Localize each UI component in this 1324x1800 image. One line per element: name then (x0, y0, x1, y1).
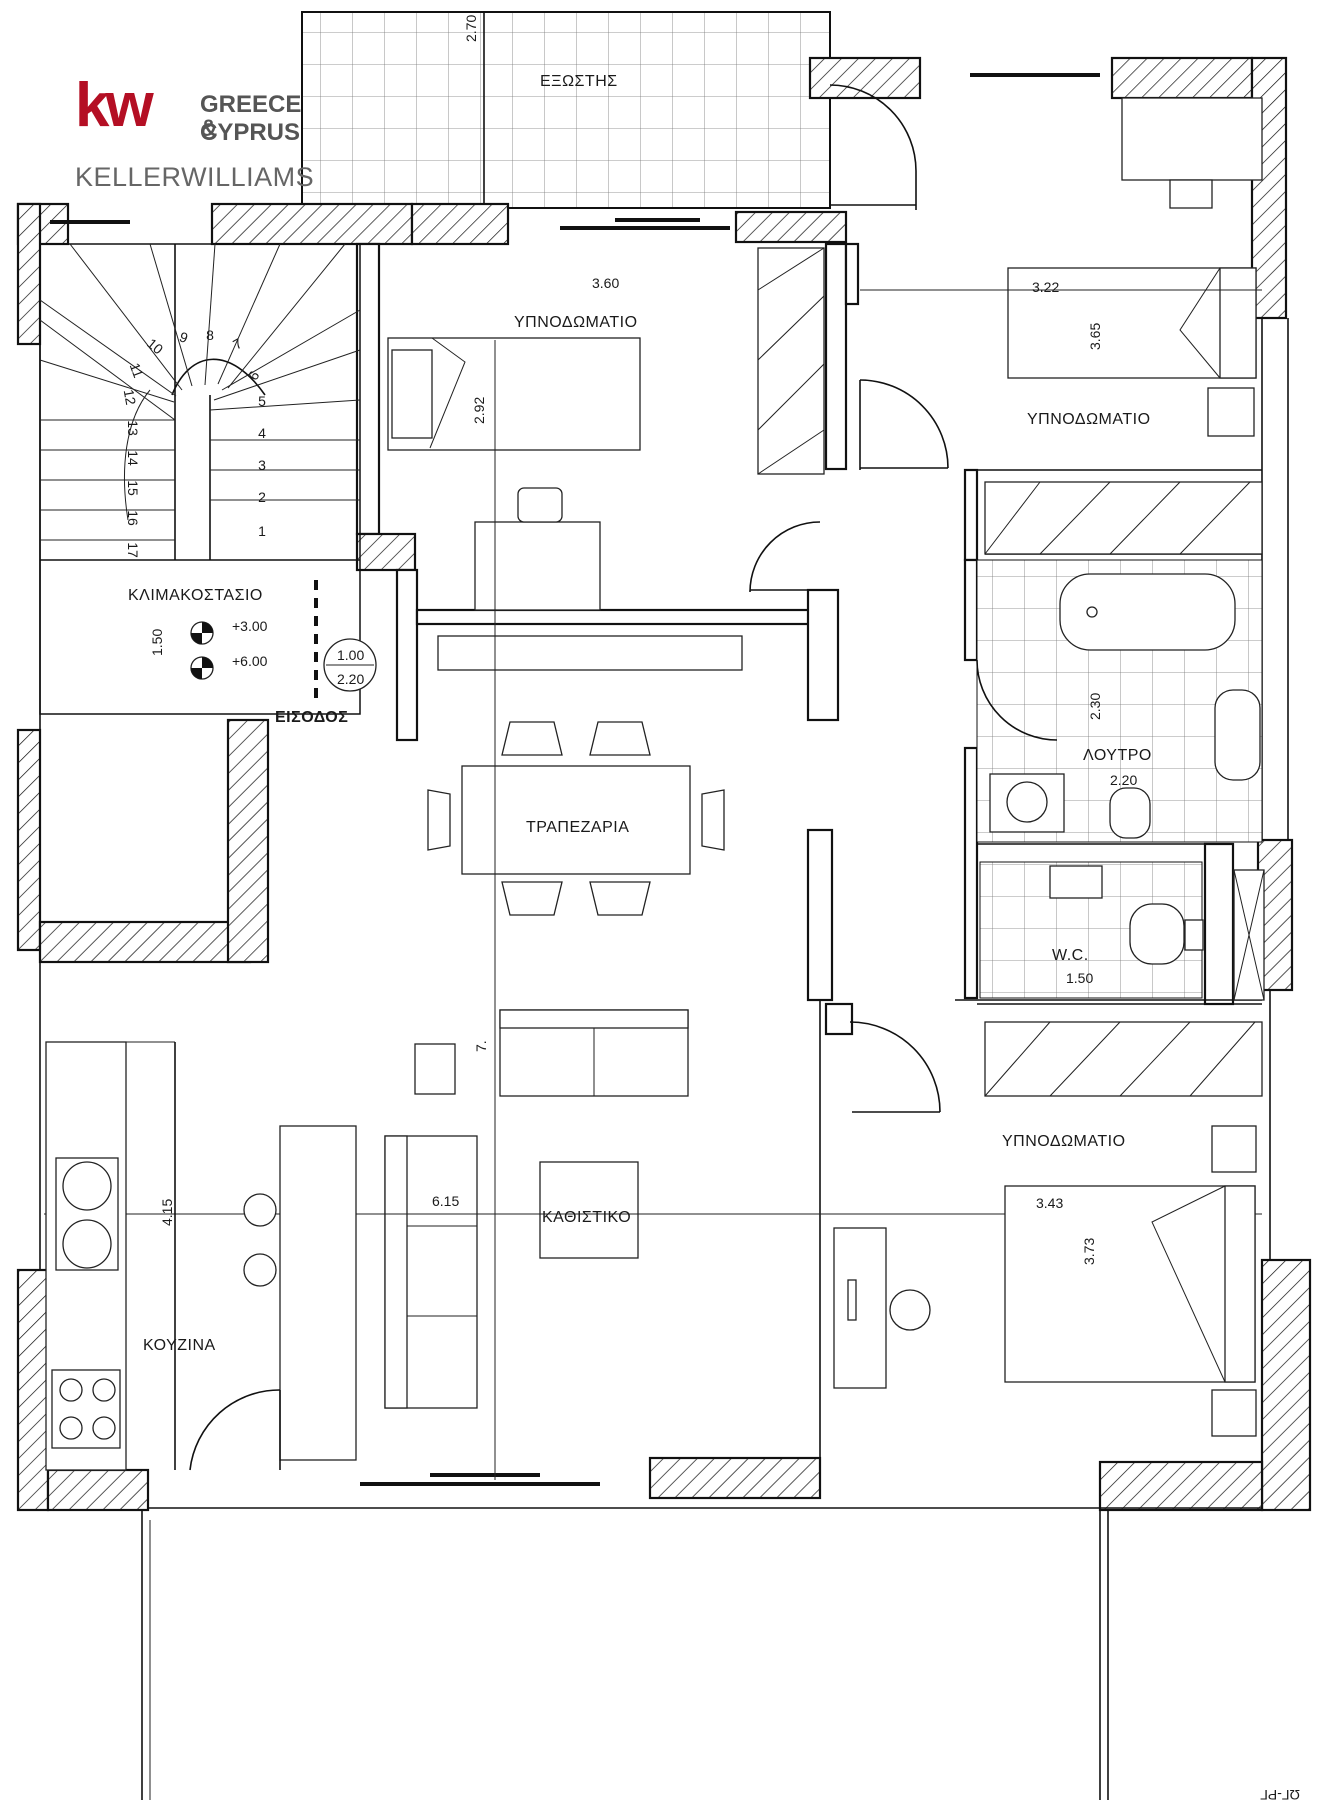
dim-kitchen-depth: 4.15 (159, 1199, 175, 1226)
label-bedroom-2: ΥΠΝΟΔΩΜΑΤΙΟ (1027, 411, 1151, 428)
dim-living-width: 6.15 (432, 1193, 459, 1209)
stair-step-9: 9 (177, 328, 190, 346)
corner-mark: ΩΓ-ΡΓ (1260, 1787, 1300, 1800)
bathroom-fixtures (976, 559, 1265, 1001)
dim-bedroom-3-width: 3.43 (1036, 1195, 1063, 1211)
stair-step-5: 5 (258, 393, 266, 409)
label-bedroom-1: ΥΠΝΟΔΩΜΑΤΙΟ (514, 314, 638, 331)
logo-brand-part-1: KELLER (75, 162, 182, 192)
logo-brand-name: KELLERWILLIAMS (75, 163, 314, 191)
label-living: ΚΑΘΙΣΤΙΚΟ (542, 1209, 631, 1226)
stair-step-3: 3 (258, 457, 266, 473)
stair-step-2: 2 (258, 489, 266, 505)
dim-bedroom-1-depth: 2.92 (471, 397, 487, 424)
label-kitchen: ΚΟΥΖΙΝΑ (143, 1337, 216, 1354)
living-furniture (44, 289, 1262, 1480)
lower-terrace (141, 1510, 1109, 1800)
stair-step-15: 15 (125, 480, 141, 496)
staircase (39, 243, 361, 715)
stair-step-4: 4 (258, 425, 266, 441)
stair-step-16: 16 (125, 510, 141, 526)
dim-bath-depth: 2.30 (1087, 693, 1103, 720)
top-windows (50, 73, 1100, 230)
dim-bedroom-2-depth: 3.65 (1087, 323, 1103, 350)
level-upper: +3.00 (232, 618, 268, 634)
keller-williams-logo: kw GREECE & CYPRUS KELLERWILLIAMS (75, 75, 325, 195)
logo-brand-part-2: WILLIAMS (181, 162, 315, 192)
kw-logo-mark: kw (75, 71, 154, 140)
dim-stair-width: 1.50 (149, 629, 165, 656)
dim-wc-width: 1.50 (1066, 970, 1093, 986)
label-bedroom-3: ΥΠΝΟΔΩΜΑΤΙΟ (1002, 1133, 1126, 1150)
stair-step-8: 8 (206, 327, 214, 343)
dim-corridor: 7. (473, 1040, 489, 1052)
label-bathroom: ΛΟΥΤΡΟ (1083, 747, 1152, 764)
dim-bedroom-1-width: 3.60 (592, 275, 619, 291)
stair-step-11: 11 (127, 361, 147, 380)
dining-furniture (427, 721, 725, 916)
dim-bedroom-3-depth: 3.73 (1081, 1238, 1097, 1265)
label-balcony: ΕΞΩΣΤΗΣ (540, 73, 618, 90)
dim-bath-width: 2.20 (1110, 772, 1137, 788)
label-entrance: ΕΙΣΟΔΟΣ (275, 709, 348, 726)
balcony-top (301, 11, 831, 245)
bedroom-2-furniture (829, 84, 1263, 555)
label-wc: W.C. (1052, 947, 1089, 964)
kitchen-furniture (45, 1041, 357, 1471)
stair-step-6: 6 (245, 368, 263, 383)
stair-step-13: 13 (125, 420, 141, 436)
label-stairwell: ΚΛΙΜΑΚΟΣΤΑΣΙΟ (128, 587, 263, 604)
logo-region-line-2: CYPRUS (200, 119, 301, 146)
dim-balcony-depth: 2.70 (463, 15, 479, 42)
logo-region-line-1: GREECE & (200, 91, 302, 142)
dim-bedroom-2-width: 3.22 (1032, 279, 1059, 295)
outer-walls (16, 56, 1312, 1512)
label-dining: ΤΡΑΠΕΖΑΡΙΑ (526, 819, 629, 836)
dim-door-height: 2.20 (337, 671, 364, 687)
stair-step-1: 1 (258, 523, 266, 539)
level-lower: +6.00 (232, 653, 268, 669)
interior-walls (355, 242, 1262, 1458)
dim-door-width: 1.00 (337, 647, 364, 663)
stair-step-17: 17 (125, 542, 141, 558)
stair-step-7: 7 (230, 335, 245, 353)
bedroom-1-furniture (387, 247, 825, 671)
stair-step-12: 12 (121, 388, 139, 406)
stair-step-14: 14 (125, 450, 141, 466)
bedroom-3-furniture (833, 1021, 1263, 1800)
stair-step-10: 10 (144, 335, 166, 357)
level-markers (190, 580, 377, 700)
